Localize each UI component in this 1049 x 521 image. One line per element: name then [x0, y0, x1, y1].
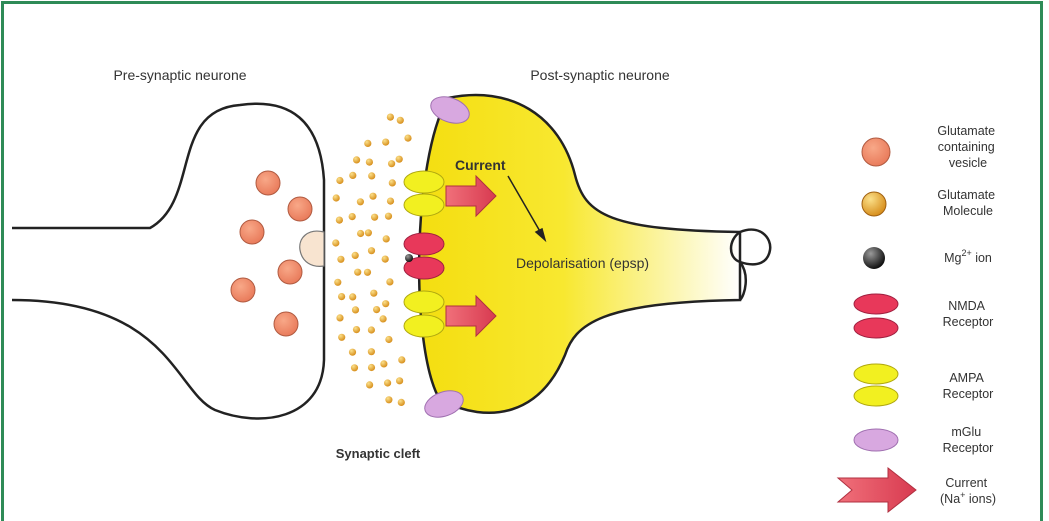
glutamate-molecule [368, 364, 375, 371]
nmda-receptor [404, 233, 444, 255]
glutamate-molecule [404, 135, 411, 142]
legend-ampa-swatch [854, 386, 898, 406]
glutamate-molecule [388, 160, 395, 167]
depolarisation-label: Depolarisation (epsp) [516, 255, 649, 271]
ampa-receptor [404, 171, 444, 193]
glutamate-molecule [397, 117, 404, 124]
post-synaptic-neurone [419, 95, 740, 413]
glutamate-vesicle [274, 312, 298, 336]
glutamate-molecule [365, 229, 372, 236]
glutamate-molecule [373, 306, 380, 313]
legend-current-swatch [838, 468, 916, 512]
glutamate-molecules [332, 114, 411, 407]
glutamate-molecule [398, 356, 405, 363]
legend-nmda-swatch [854, 294, 898, 314]
glutamate-molecule [336, 314, 343, 321]
glutamate-molecule [383, 235, 390, 242]
legend-vesicle-swatch [862, 138, 890, 166]
glutamate-molecule [366, 159, 373, 166]
glutamate-molecule [357, 198, 364, 205]
glutamate-molecule [349, 213, 356, 220]
legend-vesicle-label: Glutamate containing vesicle [937, 124, 998, 170]
mg-ion [405, 254, 413, 262]
legend-mglu-swatch [854, 429, 898, 451]
glutamate-molecule [368, 247, 375, 254]
ampa-receptor [404, 194, 444, 216]
legend-nmda-swatch [854, 318, 898, 338]
ampa-receptor [404, 291, 444, 313]
glutamate-molecule [349, 293, 356, 300]
glutamate-molecule [382, 300, 389, 307]
glutamate-vesicle [240, 220, 264, 244]
glutamate-molecule [353, 156, 360, 163]
glutamate-molecule [396, 156, 403, 163]
legend-molecule-label: Glutamate Molecule [937, 188, 998, 218]
glutamate-molecule [380, 315, 387, 322]
legend-mg-label: Mg2+ ion [944, 248, 992, 265]
glutamate-molecule [337, 256, 344, 263]
glutamate-vesicle [288, 197, 312, 221]
glutamate-molecule [332, 239, 339, 246]
glutamate-molecule [353, 326, 360, 333]
glutamate-vesicle [231, 278, 255, 302]
pre-synaptic-neurone [12, 104, 324, 419]
glutamate-molecule [368, 348, 375, 355]
glutamate-vesicle [278, 260, 302, 284]
glutamate-molecule [349, 172, 356, 179]
glutamate-molecule [366, 381, 373, 388]
synaptic-cleft-label: Synaptic cleft [336, 446, 421, 461]
glutamate-molecule [368, 172, 375, 179]
legend-nmda-label: NMDA Receptor [943, 299, 994, 329]
glutamate-molecule [380, 360, 387, 367]
glutamate-molecule [338, 334, 345, 341]
glutamate-molecule [387, 114, 394, 121]
legend: Glutamate containing vesicle Glutamate M… [838, 124, 999, 512]
glutamate-molecule [386, 278, 393, 285]
glutamate-molecule [354, 269, 361, 276]
glutamate-vesicle [256, 171, 280, 195]
glutamate-molecule [364, 269, 371, 276]
legend-ampa-label: AMPA Receptor [943, 371, 994, 401]
glutamate-molecule [389, 179, 396, 186]
glutamate-molecule [334, 279, 341, 286]
glutamate-molecule [387, 198, 394, 205]
glutamate-molecule [369, 193, 376, 200]
glutamate-molecule [382, 256, 389, 263]
ampa-receptor [404, 315, 444, 337]
glutamate-molecule [371, 214, 378, 221]
current-label: Current [455, 157, 506, 173]
glutamate-molecule [352, 306, 359, 313]
glutamate-molecule [349, 349, 356, 356]
legend-molecule-swatch [862, 192, 886, 216]
glutamate-molecule [357, 230, 364, 237]
glutamate-molecule [352, 252, 359, 259]
pre-synaptic-label: Pre-synaptic neurone [113, 67, 246, 83]
glutamate-molecule [396, 377, 403, 384]
glutamate-molecule [364, 140, 371, 147]
glutamate-molecule [385, 336, 392, 343]
glutamate-molecule [333, 194, 340, 201]
glutamate-molecule [385, 213, 392, 220]
glutamate-molecule [398, 399, 405, 406]
legend-mglu-label: mGlu Receptor [943, 425, 994, 455]
legend-ampa-swatch [854, 364, 898, 384]
glutamate-molecule [385, 396, 392, 403]
glutamate-molecule [382, 139, 389, 146]
glutamate-molecule [351, 364, 358, 371]
glutamate-molecule [384, 379, 391, 386]
post-synaptic-label: Post-synaptic neurone [530, 67, 670, 83]
glutamate-molecule [336, 217, 343, 224]
legend-current-label: Current (Na+ ions) [940, 476, 996, 506]
glutamate-molecule [370, 290, 377, 297]
glutamate-molecule [368, 326, 375, 333]
glutamate-molecule [338, 293, 345, 300]
legend-mg-swatch [863, 247, 885, 269]
glutamate-molecule [336, 177, 343, 184]
